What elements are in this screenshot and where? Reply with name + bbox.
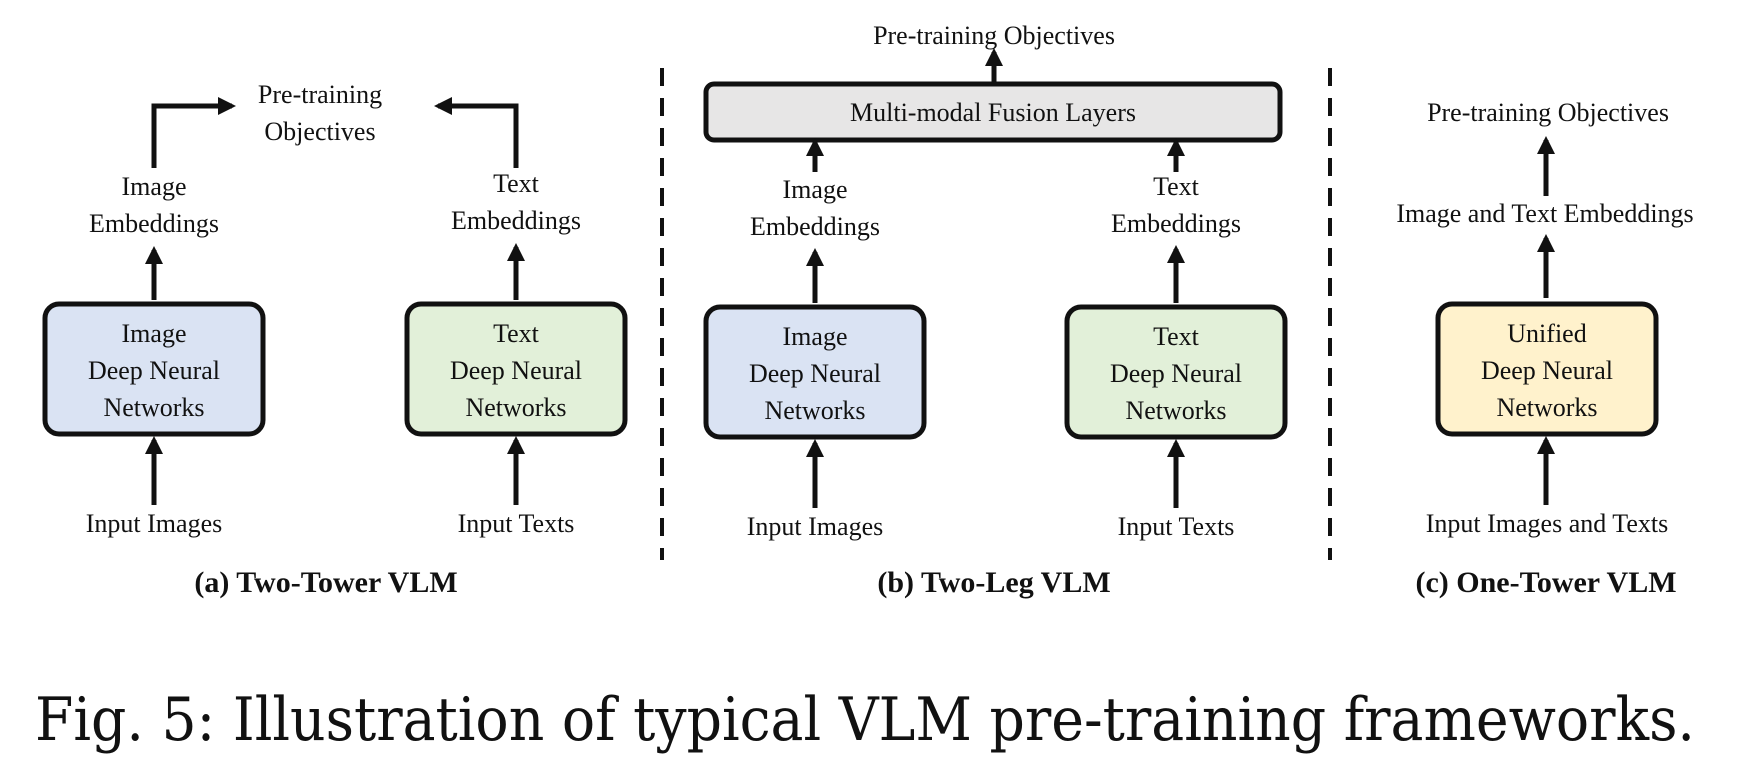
panel-a-image-box-line1: Image xyxy=(122,319,187,348)
panel-b-image-box-line2: Deep Neural xyxy=(749,359,881,388)
panel-a-objectives-line2: Objectives xyxy=(264,117,375,146)
panel-a-objectives-line1: Pre-training xyxy=(258,80,382,109)
figure-caption: Fig. 5: Illustration of typical VLM pre-… xyxy=(35,685,1695,755)
panel-b-fusion-label: Multi-modal Fusion Layers xyxy=(850,98,1136,127)
panel-a-image-to-objectives-arrow xyxy=(151,97,236,168)
panel-c-unified-box-line2: Deep Neural xyxy=(1481,356,1613,385)
panel-b-image-embeddings-line1: Image xyxy=(783,175,848,204)
panel-b-input-texts: Input Texts xyxy=(1118,512,1235,541)
panel-b-text-box-line2: Deep Neural xyxy=(1110,359,1242,388)
panel-b-text-embeddings-line2: Embeddings xyxy=(1111,209,1241,238)
panel-b-image-embeddings-line2: Embeddings xyxy=(750,212,880,241)
panel-a-text-embeddings-line1: Text xyxy=(493,169,540,198)
panel-c-inputs: Input Images and Texts xyxy=(1426,509,1668,538)
panel-b-input-images: Input Images xyxy=(747,512,883,541)
panel-a-subtitle: (a) Two-Tower VLM xyxy=(194,566,457,599)
panel-b-text-box-line1: Text xyxy=(1153,322,1200,351)
panel-b-text-box-line3: Networks xyxy=(1125,396,1226,425)
panel-c-subtitle: (c) One-Tower VLM xyxy=(1415,566,1676,599)
panel-a-input-images: Input Images xyxy=(86,509,222,538)
panel-c-one-tower: Pre-training Objectives Image and Text E… xyxy=(1396,98,1693,599)
panel-b-image-box-line1: Image xyxy=(783,322,848,351)
panel-b-objectives: Pre-training Objectives xyxy=(873,21,1115,50)
panel-c-unified-box-line3: Networks xyxy=(1496,393,1597,422)
panel-b-subtitle: (b) Two-Leg VLM xyxy=(877,566,1110,599)
panel-c-unified-dnn-box xyxy=(1435,301,1659,437)
panel-b-text-dnn-box xyxy=(1064,304,1288,440)
panel-b-text-embeddings-line1: Text xyxy=(1153,172,1200,201)
panel-a-image-box-line3: Networks xyxy=(103,393,204,422)
panel-a-text-dnn-box xyxy=(404,301,628,437)
panel-a-text-embeddings-line2: Embeddings xyxy=(451,206,581,235)
panel-c-objectives: Pre-training Objectives xyxy=(1427,98,1669,127)
panel-a-text-box-line2: Deep Neural xyxy=(450,356,582,385)
panel-c-unified-box-line1: Unified xyxy=(1507,319,1586,348)
panel-a-image-embeddings-line1: Image xyxy=(122,172,187,201)
panel-a-text-to-objectives-arrow xyxy=(434,97,519,168)
panel-c-embeddings: Image and Text Embeddings xyxy=(1396,199,1693,228)
panel-a-text-box-line3: Networks xyxy=(465,393,566,422)
panel-b-image-dnn-box xyxy=(703,304,927,440)
panel-a-text-box-line1: Text xyxy=(493,319,540,348)
panel-a-input-texts: Input Texts xyxy=(458,509,575,538)
panel-a-two-tower: Pre-training Objectives Image Embeddings… xyxy=(42,80,628,599)
panel-b-image-box-line3: Networks xyxy=(764,396,865,425)
panel-a-image-dnn-box xyxy=(42,301,266,437)
panel-a-image-embeddings-line2: Embeddings xyxy=(89,209,219,238)
panel-a-image-box-line2: Deep Neural xyxy=(88,356,220,385)
panel-b-two-leg: Pre-training Objectives Multi-modal Fusi… xyxy=(703,21,1288,599)
panel-b-fusion-box xyxy=(703,81,1283,143)
